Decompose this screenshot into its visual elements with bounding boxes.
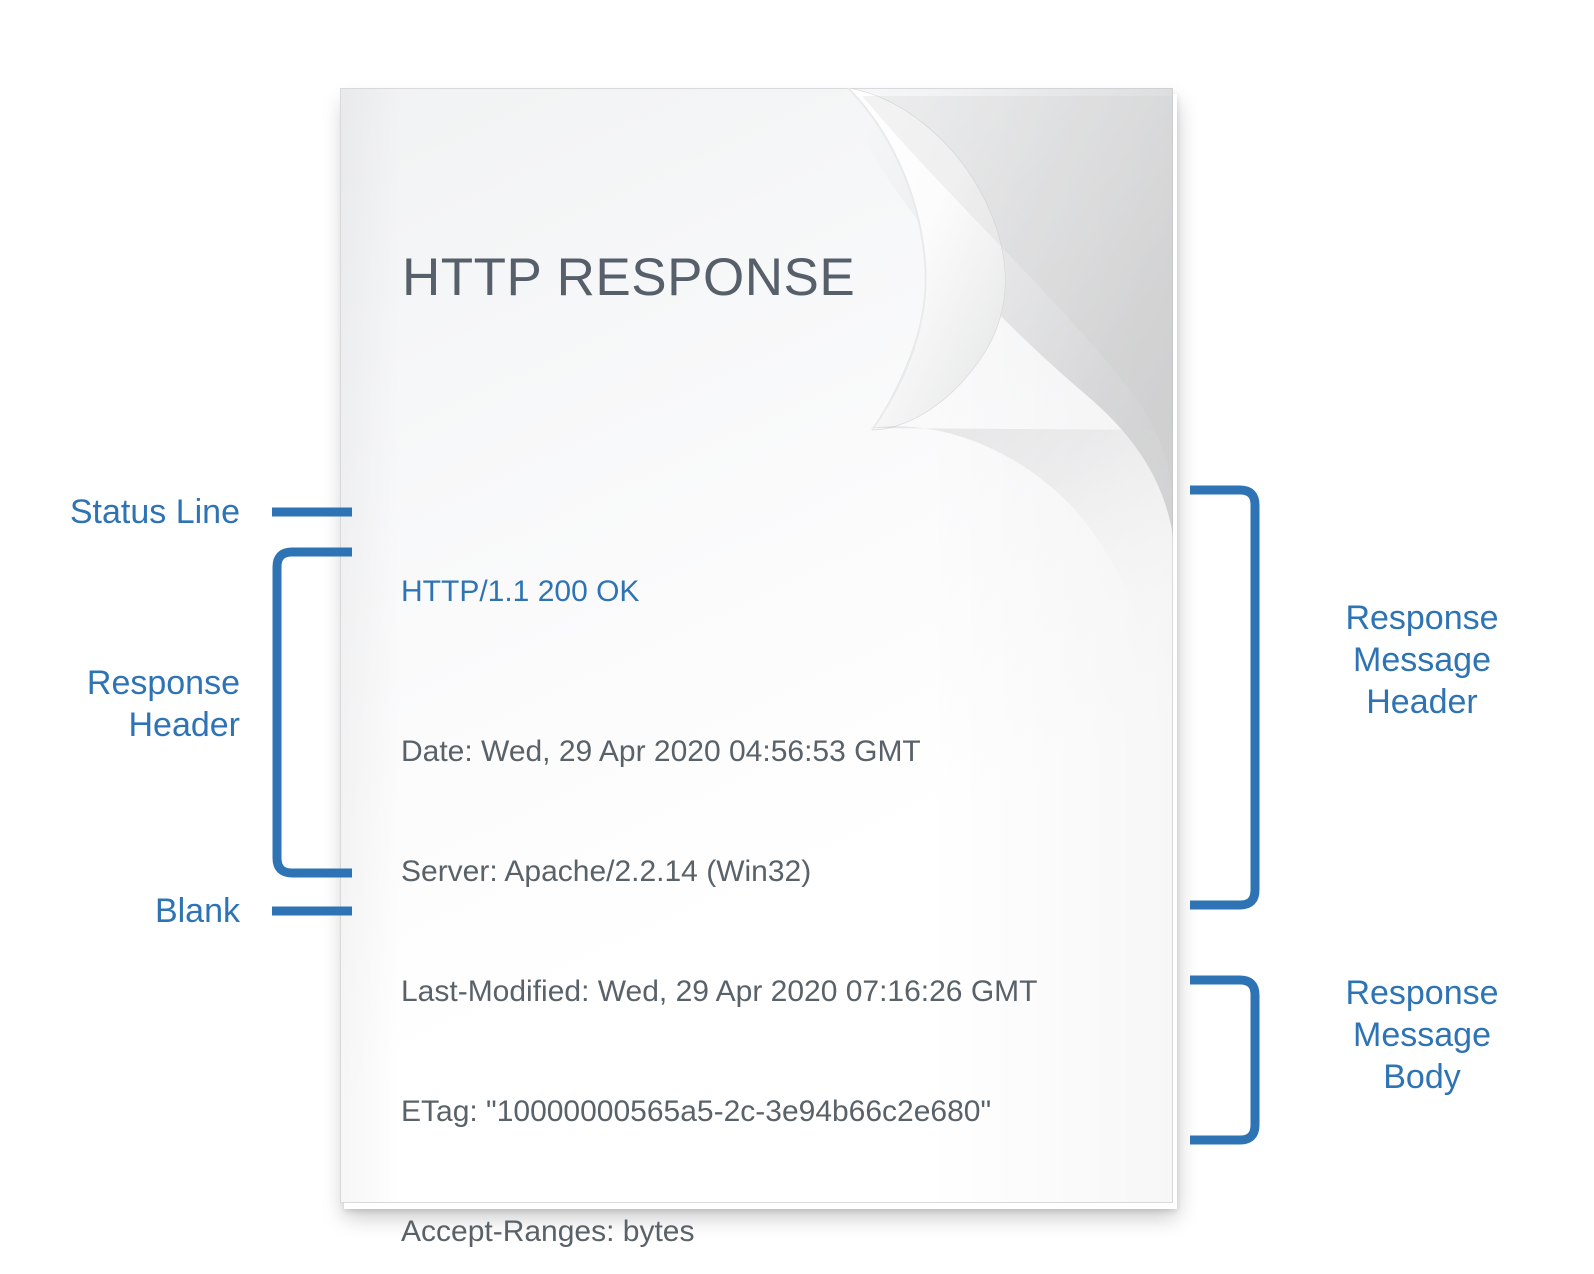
header-line: Accept-Ranges: bytes	[401, 1215, 695, 1248]
response-message-header-bracket	[1190, 485, 1260, 910]
status-line-text: HTTP/1.1 200 OK	[401, 575, 640, 608]
label-status-line: Status Line	[69, 493, 240, 531]
page-title: HTTP RESPONSE	[402, 248, 856, 307]
response-header-bracket	[272, 547, 352, 878]
header-line: ETag: "10000000565a5-2c-3e94b66c2e680"	[401, 1095, 992, 1128]
response-message-body-bracket	[1190, 975, 1260, 1145]
label-blank: Blank	[154, 892, 240, 930]
header-line: Last-Modified: Wed, 29 Apr 2020 07:16:26…	[401, 975, 1038, 1008]
http-response-message: HTTP/1.1 200 OK Date: Wed, 29 Apr 2020 0…	[401, 492, 1161, 1274]
header-line: Date: Wed, 29 Apr 2020 04:56:53 GMT	[401, 735, 921, 768]
header-line: Server: Apache/2.2.14 (Win32)	[401, 855, 812, 888]
